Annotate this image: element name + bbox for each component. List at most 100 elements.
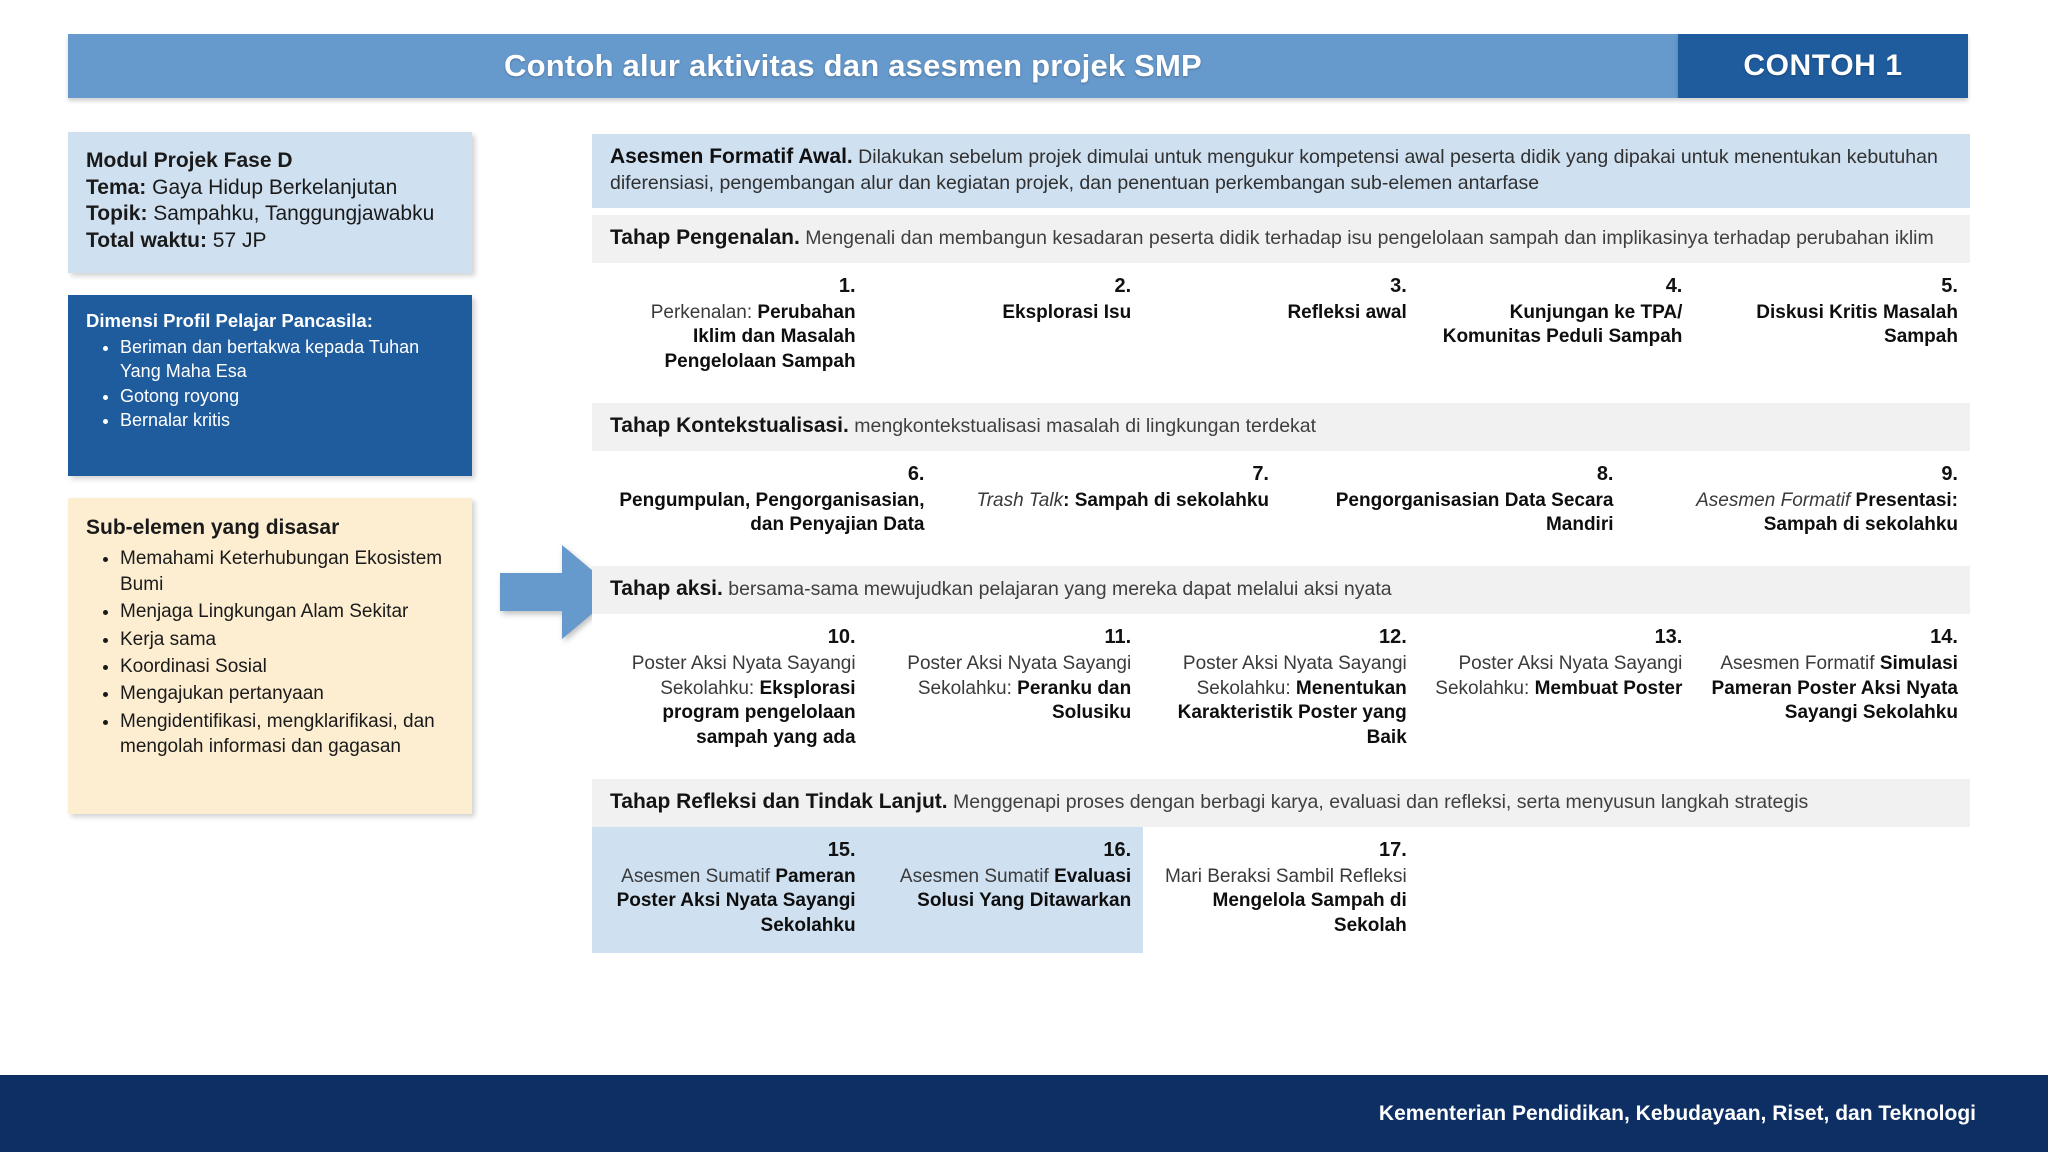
stage-desc: Mengenali dan membangun kesadaran pesert…: [799, 226, 1934, 249]
activity-text: Asesmen Sumatif Pameran Poster Aksi Nyat…: [604, 865, 856, 939]
activity-text-segment: Mengelola Sampah di Sekolah: [1212, 890, 1407, 937]
module-topik-value: Sampahku, Tanggungjawabku: [153, 202, 435, 226]
subelemen-list-item: Menjaga Lingkungan Alam Sekitar: [120, 599, 454, 624]
stage-band: Tahap aksi. bersama-sama mewujudkan pela…: [592, 566, 1970, 615]
dimensi-list-item: Bernalar kritis: [120, 409, 454, 433]
stage-desc: Menggenapi proses dengan berbagi karya, …: [947, 790, 1809, 813]
activity-text-segment: Kunjungan ke TPA/ Komunitas Peduli Sampa…: [1442, 301, 1683, 348]
activity-text-segment: Eksplorasi program pengelolaan sampah ya…: [662, 677, 856, 749]
activity-text: Refleksi awal: [1155, 301, 1406, 326]
activity-number: 9.: [1941, 462, 1958, 485]
activity-cell[interactable]: 3. Refleksi awal: [1143, 263, 1419, 389]
activity-text: Diskusi Kritis Masalah Sampah: [1706, 301, 1958, 350]
activity-cell[interactable]: 12.Poster Aksi Nyata Sayangi Sekolahku: …: [1143, 614, 1419, 765]
page-header: Contoh alur aktivitas dan asesmen projek…: [68, 34, 1968, 98]
activity-number: 13.: [1654, 626, 1683, 649]
stage-band: Tahap Kontekstualisasi. mengkontekstuali…: [592, 402, 1970, 451]
activity-number: 15.: [827, 838, 856, 861]
activity-text-segment: Trash Talk: [976, 489, 1064, 511]
stage-band: Tahap Refleksi dan Tindak Lanjut. Mengge…: [592, 778, 1970, 827]
activity-cell[interactable]: 4. Kunjungan ke TPA/ Komunitas Peduli Sam…: [1419, 263, 1695, 389]
dimensi-card: Dimensi Profil Pelajar Pancasila: Berima…: [68, 294, 472, 477]
activity-number: 11.: [1104, 626, 1132, 649]
activity-text-segment: Asesmen Sumatif: [621, 865, 776, 887]
stage-title: Tahap Refleksi dan Tindak Lanjut.: [610, 789, 948, 813]
activity-text: Asesmen Formatif Simulasi Pameran Poster…: [1706, 652, 1958, 726]
stage-title: Tahap Pengenalan.: [610, 225, 800, 249]
activity-number: 2.: [1114, 274, 1132, 297]
activity-cell[interactable]: 11.Poster Aksi Nyata Sayangi Sekolahku: …: [868, 614, 1144, 765]
activity-text-segment: Asesmen Formatif: [1696, 489, 1856, 511]
subelemen-list: Memahami Keterhubungan Ekosistem BumiMen…: [86, 546, 454, 760]
activity-number: 4.: [1665, 274, 1683, 297]
stage-title: Tahap aksi.: [610, 577, 723, 601]
activity-cell[interactable]: 16.Asesmen Sumatif Evaluasi Solusi Yang …: [867, 826, 1144, 953]
footer-ministry-label: Kementerian Pendidikan, Kebudayaan, Rise…: [1378, 1101, 1976, 1125]
module-waktu-value: 57 JP: [212, 228, 267, 252]
stage-title: Tahap Kontekstualisasi.: [610, 413, 849, 437]
activity-text-segment: Simulasi Pameran Poster Aksi Nyata Sayan…: [1711, 653, 1958, 724]
activity-number: 16.: [1103, 838, 1132, 861]
flow-arrow: [500, 537, 620, 647]
module-waktu-label: Total waktu:: [86, 228, 207, 252]
activity-number: 7.: [1252, 462, 1269, 485]
module-tema-label: Tema:: [86, 175, 147, 199]
header-title-bar: Contoh alur aktivitas dan asesmen projek…: [68, 34, 1678, 98]
activity-text-segment: Presentasi: Sampah di sekolahku: [1763, 489, 1958, 536]
activity-text-segment: Poster Aksi Nyata Sayangi Sekolahku:: [631, 653, 856, 699]
activity-text-segment: Asesmen Formatif: [1720, 653, 1880, 675]
initial-assessment-band: Asesmen Formatif Awal. Dilakukan sebelum…: [592, 134, 1970, 208]
activity-row: 15. Asesmen Sumatif Pameran Poster Aksi N…: [592, 826, 1970, 953]
dimensi-card-title: Dimensi Profil Pelajar Pancasila:: [86, 309, 373, 331]
stage-desc: mengkontekstualisasi masalah di lingkung…: [848, 414, 1317, 437]
activity-cell[interactable]: 7. Trash Talk: Sampah di sekolahku: [937, 451, 1282, 552]
activity-number: 10.: [827, 626, 856, 649]
module-info-card: Modul Projek Fase D Tema: Gaya Hidup Ber…: [68, 132, 472, 273]
page-title: Contoh alur aktivitas dan asesmen projek…: [504, 48, 1202, 83]
subelemen-card: Sub-elemen yang disasar Memahami Keterhu…: [68, 498, 472, 814]
page-footer: Kementerian Pendidikan, Kebudayaan, Rise…: [0, 1075, 2048, 1152]
activity-text-segment: Menentukan Karakteristik Poster yang Bai…: [1177, 677, 1407, 749]
activity-cell[interactable]: 9. Asesmen Formatif Presentasi: Sampah di…: [1626, 451, 1971, 552]
activity-cell[interactable]: 10.Poster Aksi Nyata Sayangi Sekolahku: …: [592, 614, 868, 765]
activity-cell[interactable]: 14. Asesmen Formatif Simulasi Pameran Pos…: [1694, 614, 1970, 765]
subelemen-list-item: Koordinasi Sosial: [120, 654, 454, 679]
activity-text-segment: Pameran Poster Aksi Nyata Sayangi Sekola…: [616, 865, 856, 937]
activity-number: 17.: [1378, 838, 1407, 861]
activity-number: 14.: [1930, 626, 1958, 649]
row-spacer: [592, 552, 1970, 567]
row-spacer: [592, 388, 1970, 403]
arrow-right-icon: [500, 545, 618, 639]
stages-container: Tahap Pengenalan. Mengenali dan membangu…: [592, 214, 1971, 953]
subelemen-card-title: Sub-elemen yang disasar: [86, 516, 340, 540]
activity-text-segment: Asesmen Sumatif: [899, 865, 1055, 887]
activity-text: Pengorganisasian Data Secara Mandiri: [1293, 489, 1614, 538]
activity-text-segment: Poster Aksi Nyata Sayangi Sekolahku:: [1182, 653, 1407, 699]
activity-cell[interactable]: 1.Perkenalan: Perubahan Iklim dan Masala…: [592, 263, 868, 389]
activity-cell-empty: [1694, 827, 1970, 953]
activity-cell[interactable]: 13.Poster Aksi Nyata Sayangi Sekolahku: …: [1419, 614, 1695, 765]
activity-number: 3.: [1390, 274, 1407, 297]
activity-text: Trash Talk: Sampah di sekolahku: [949, 489, 1270, 514]
activity-text: Asesmen Formatif Presentasi: Sampah di s…: [1638, 489, 1958, 538]
activity-text-segment: Poster Aksi Nyata Sayangi Sekolahku:: [1435, 653, 1683, 699]
activity-cell[interactable]: 6. Pengumpulan, Pengorganisasian, dan Pen…: [592, 451, 937, 552]
activity-row: 1.Perkenalan: Perubahan Iklim dan Masala…: [592, 262, 1970, 389]
activity-number: 6.: [907, 462, 925, 485]
row-spacer: [592, 764, 1970, 779]
activity-text-segment: Poster Aksi Nyata Sayangi Sekolahku:: [907, 653, 1132, 699]
header-example-badge-label: CONTOH 1: [1743, 49, 1903, 82]
activity-cell[interactable]: 15. Asesmen Sumatif Pameran Poster Aksi N…: [592, 826, 868, 953]
activity-text-segment: Pengorganisasian Data Secara Mandiri: [1335, 489, 1614, 536]
dimensi-list-item: Gotong royong: [120, 385, 454, 409]
activity-cell[interactable]: 2.Eksplorasi Isu: [868, 263, 1144, 389]
subelemen-list-item: Kerja sama: [120, 627, 454, 652]
band-spacer: [592, 207, 1970, 215]
activity-cell[interactable]: 17.Mari Beraksi Sambil Refleksi Mengelol…: [1143, 827, 1419, 953]
activity-text-segment: : Sampah di sekolahku: [1063, 489, 1269, 511]
initial-assessment-desc: Dilakukan sebelum projek dimulai untuk m…: [610, 146, 1938, 194]
activity-cell[interactable]: 8.Pengorganisasian Data Secara Mandiri: [1281, 451, 1626, 552]
subelemen-list-item: Memahami Keterhubungan Ekosistem Bumi: [120, 546, 454, 597]
activity-text-segment: Pengumpulan, Pengorganisasian, dan Penya…: [619, 489, 925, 536]
activity-cell[interactable]: 5.Diskusi Kritis Masalah Sampah: [1694, 263, 1970, 389]
